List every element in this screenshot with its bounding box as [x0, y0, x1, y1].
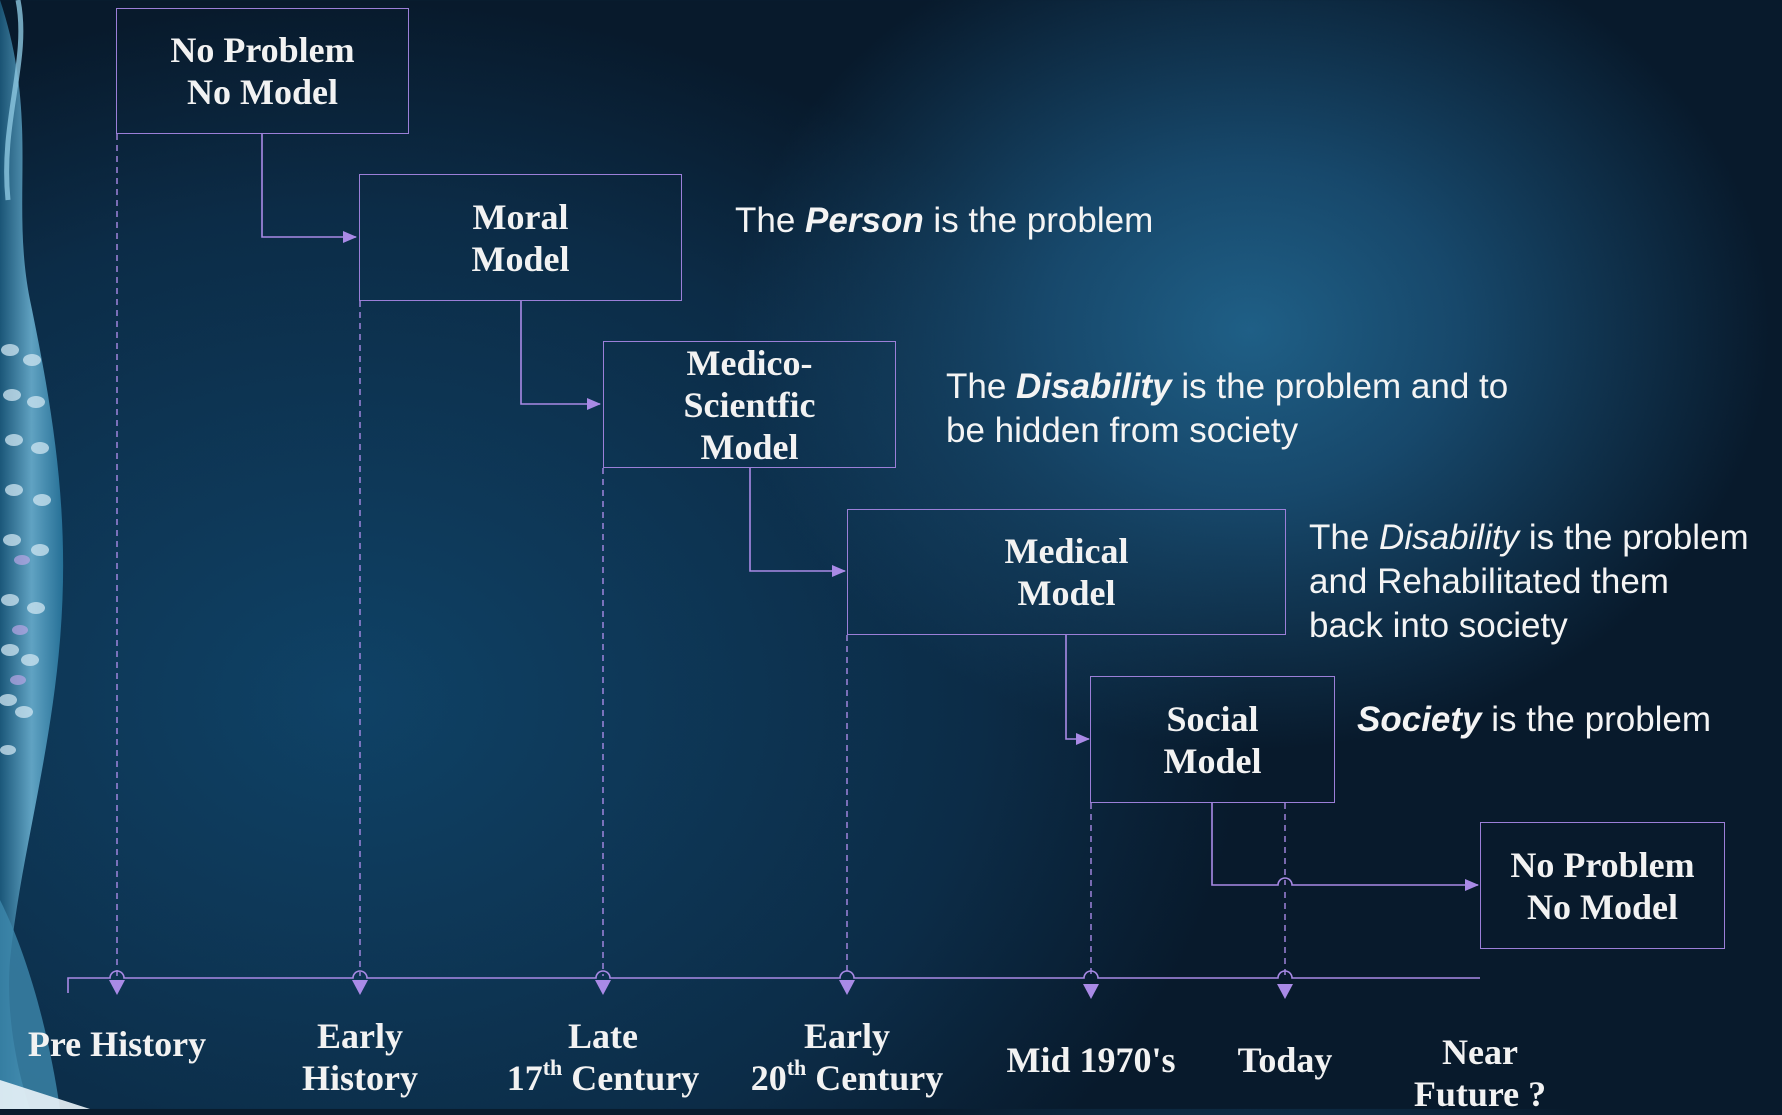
- no-problem-no-model-box: No Problem No Model: [116, 8, 409, 134]
- medical-description-line-3: back into society: [1309, 606, 1568, 645]
- period-early-20th-century: Early 20th Century: [750, 1016, 944, 1098]
- moral-model-box: Moral Model: [359, 174, 682, 301]
- medical-model-box: Medical Model: [847, 509, 1286, 635]
- period-today: Today: [1237, 1040, 1333, 1080]
- no-problem-no-model-end-box: No Problem No Model: [1480, 822, 1725, 949]
- medical-description-line-1: The Disability is the problem: [1309, 518, 1749, 557]
- connector-medico-to-medical: [749, 468, 846, 577]
- connector-social-to-no-problem: [1211, 803, 1479, 891]
- medical-description-line-2: and Rehabilitated them: [1309, 562, 1669, 601]
- medico-description-line-1: The Disability is the problem and to: [946, 367, 1509, 406]
- medical-description: The Disability is the problem and Rehabi…: [1309, 516, 1749, 648]
- dna-helix-decoration: [0, 0, 90, 1109]
- connector-medical-to-social: [1065, 635, 1090, 745]
- medico-description: The Disability is the problem and to be …: [946, 365, 1508, 453]
- connector-no-problem-to-moral: [261, 134, 357, 243]
- medico-description-line-2: be hidden from society: [946, 411, 1299, 450]
- moral-description: The Person is the problem: [735, 201, 1154, 240]
- period-mid-1970s: Mid 1970's: [1006, 1040, 1176, 1080]
- timeline-axis: [67, 970, 1480, 993]
- period-near-future: Near Future ?: [1413, 1032, 1547, 1114]
- connector-moral-to-medico: [520, 301, 601, 410]
- social-description: Society is the problem: [1357, 700, 1712, 739]
- period-early-history: Early History: [302, 1016, 418, 1098]
- period-late-17th-century: Late 17th Century: [506, 1016, 700, 1098]
- period-pre-history: Pre History: [27, 1024, 207, 1064]
- medico-scientific-model-box: Medico- Scientfic Model: [603, 341, 896, 468]
- social-model-box: Social Model: [1090, 676, 1335, 803]
